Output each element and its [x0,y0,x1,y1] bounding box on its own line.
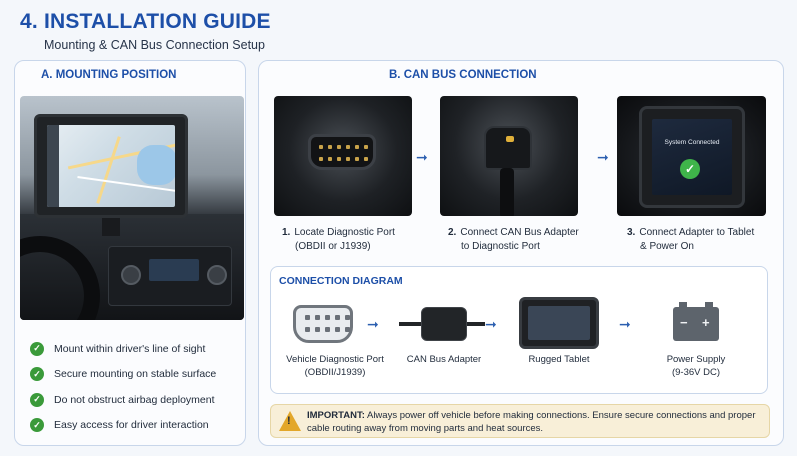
rugged-tablet-icon [519,297,599,349]
map-screen [47,125,175,207]
arrow-right-icon: ➞ [597,149,609,165]
system-connected-text: System Connected [664,139,720,146]
mounting-title: A. MOUNTING POSITION [41,69,177,81]
node-label-adapter: CAN Bus Adapter [406,354,482,365]
mounting-checklist: ✓ Mount within driver's line of sight ✓ … [30,336,216,438]
step-2: 2.Connect CAN Bus Adapter to Diagnostic … [448,227,579,252]
canbus-title: B. CAN BUS CONNECTION [389,69,537,81]
mounted-tablet [34,114,188,218]
adapter-led [506,136,514,142]
checklist-item: ✓ Mount within driver's line of sight [30,336,216,362]
connection-diagram: CONNECTION DIAGRAM ➞ ➞ ➞ − + Vehicle Dia… [270,266,768,394]
checklist-text: Easy access for driver interaction [54,419,209,432]
node-label-port: Vehicle Diagnostic Port(OBDII/J1939) [286,354,384,378]
obd-port [308,134,376,170]
radio-knob-right [207,265,227,285]
check-icon: ✓ [30,341,44,356]
node-label-power: Power Supply(9-36V DC) [666,354,726,378]
mounting-photo [20,96,244,320]
warning-icon [279,411,301,431]
note-text: IMPORTANT: Always power off vehicle befo… [307,410,756,434]
tablet-screen: System Connected ✓ [652,119,732,195]
map-water [137,145,175,185]
tablet-mount [102,216,120,236]
arrow-right-icon: ➞ [416,149,428,165]
page-subtitle: Mounting & CAN Bus Connection Setup [44,38,265,52]
map-road [96,136,121,204]
radio-unit [108,246,232,306]
tablet-connected-photo: System Connected ✓ [617,96,766,216]
radio-knob-left [121,265,141,285]
obd-port-icon [293,305,353,343]
tablet-device: System Connected ✓ [639,106,745,208]
can-adapter-icon [421,307,467,341]
check-icon: ✓ [30,367,44,382]
diagram-title: CONNECTION DIAGRAM [279,275,403,287]
adapter-cable [467,322,485,326]
battery-icon: − + [673,302,719,341]
checklist-text: Mount within driver's line of sight [54,342,206,355]
arrow-right-icon: ➞ [485,316,497,332]
map-sidebar [47,125,59,207]
adapter-cable [500,168,514,216]
arrow-right-icon: ➞ [367,316,379,332]
check-icon: ✓ [30,392,44,407]
page-title: 4. INSTALLATION GUIDE [20,10,271,33]
can-adapter [484,126,532,170]
radio-display [149,259,199,281]
diagnostic-port-photo [274,96,412,216]
adapter-photo [440,96,578,216]
node-label-tablet: Rugged Tablet [528,354,590,365]
checklist-text: Do not obstruct airbag deployment [54,393,215,406]
important-note: ! IMPORTANT: Always power off vehicle be… [270,404,770,438]
arrow-right-icon: ➞ [619,316,631,332]
step-3: 3.Connect Adapter to Tablet & Power On [627,227,755,252]
checklist-item: ✓ Easy access for driver interaction [30,413,216,439]
checklist-item: ✓ Secure mounting on stable surface [30,362,216,388]
check-icon: ✓ [680,159,700,179]
adapter-cable [399,322,421,326]
check-icon: ✓ [30,418,44,433]
step-1: 1.Locate Diagnostic Port (OBDII or J1939… [282,227,395,252]
checklist-item: ✓ Do not obstruct airbag deployment [30,387,216,413]
checklist-text: Secure mounting on stable surface [54,368,217,381]
